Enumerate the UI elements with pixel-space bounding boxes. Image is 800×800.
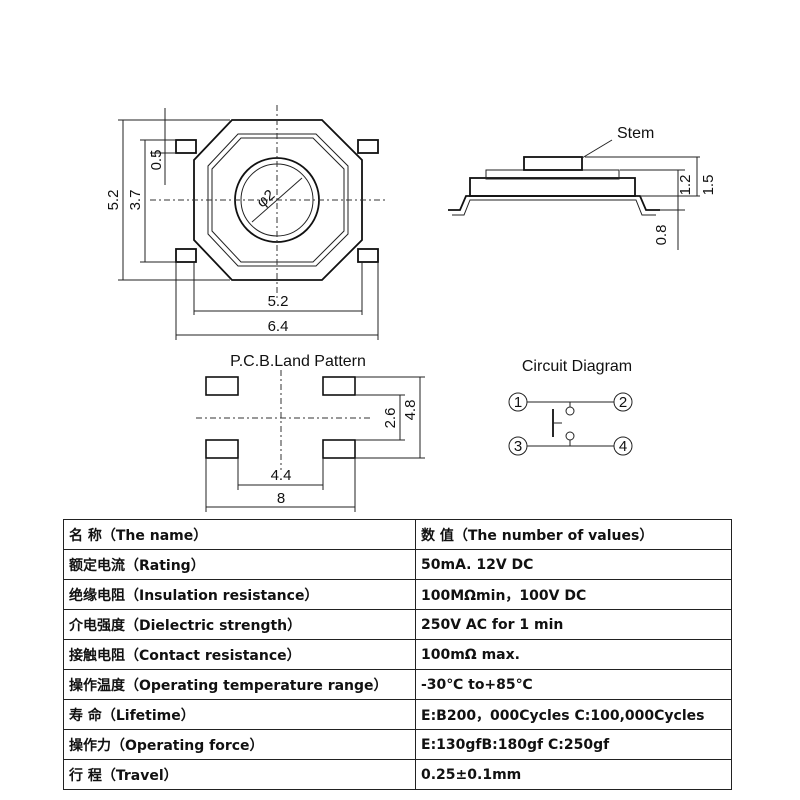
side-view-terminals bbox=[448, 195, 660, 211]
spec-value-cell: 250V AC for 1 min bbox=[415, 609, 732, 640]
top-view: φ2 5.2 3.7 0.5 5.2 6.4 bbox=[105, 105, 385, 340]
spec-value-cell: -30℃ to+85℃ bbox=[415, 669, 732, 700]
pin1-label: 1 bbox=[514, 394, 522, 411]
side-view-body bbox=[469, 177, 636, 197]
spec-name-cell: 操作力（Operating force） bbox=[63, 729, 416, 760]
spec-table: 名 称（The name）数 值（The number of values）额定… bbox=[63, 519, 732, 790]
table-row: 操作力（Operating force） E:130gfB:180gf C:25… bbox=[63, 729, 732, 760]
spec-name-cell: 绝缘电阻（Insulation resistance） bbox=[63, 579, 416, 610]
pcb-title: P.C.B.Land Pattern bbox=[230, 353, 366, 370]
circuit-diagram: Circuit Diagram 1 2 3 4 bbox=[508, 358, 633, 456]
pin3-label: 3 bbox=[514, 438, 522, 455]
pcb-pad-top-right bbox=[322, 376, 356, 396]
spec-value-cell: 50mA. 12V DC bbox=[415, 549, 732, 580]
dim-body-width-label: 5.2 bbox=[268, 293, 289, 310]
side-view: Stem 1.2 1.5 0.8 bbox=[448, 125, 717, 250]
stem-label: Stem bbox=[617, 125, 654, 142]
spec-name-cell: 介电强度（Dielectric strength） bbox=[63, 609, 416, 640]
table-row: 接触电阻（Contact resistance）100mΩ max. bbox=[63, 639, 732, 670]
dim-pcb-pitch-h-label: 4.4 bbox=[271, 467, 292, 484]
pin4-label: 4 bbox=[619, 438, 627, 455]
dim-pcb-height-label: 4.8 bbox=[402, 400, 419, 421]
spec-name-cell: 行 程（Travel） bbox=[63, 759, 416, 790]
spec-name-cell: 额定电流（Rating） bbox=[63, 549, 416, 580]
spec-value-cell: 0.25±0.1mm bbox=[415, 759, 732, 790]
side-view-stem bbox=[523, 156, 583, 171]
switch-body-inner bbox=[207, 133, 349, 267]
dim-overall-width-label: 6.4 bbox=[268, 318, 289, 335]
spec-name-cell: 名 称（The name） bbox=[63, 519, 416, 550]
spec-value-cell: 数 值（The number of values） bbox=[415, 519, 732, 550]
table-row: 行 程（Travel）0.25±0.1mm bbox=[63, 759, 732, 790]
terminal-bottom-right bbox=[357, 248, 379, 263]
table-row: 操作温度（Operating temperature range）-30℃ to… bbox=[63, 669, 732, 700]
table-row: 额定电流（Rating）50mA. 12V DC bbox=[63, 549, 732, 580]
spec-value-cell: E:B200，000Cycles C:100,000Cycles bbox=[415, 699, 732, 730]
spec-value-cell: 100mΩ max. bbox=[415, 639, 732, 670]
spec-value-cell: 100MΩmin，100V DC bbox=[415, 579, 732, 610]
technical-drawing: φ2 5.2 3.7 0.5 5.2 6.4 Stem bbox=[105, 105, 717, 512]
dim-height-label: 5.2 bbox=[105, 190, 122, 211]
switch-contact-top bbox=[565, 406, 575, 416]
table-row: 名 称（The name）数 值（The number of values） bbox=[63, 519, 732, 550]
table-row: 寿 命（Lifetime）E:B200，000Cycles C:100,000C… bbox=[63, 699, 732, 730]
dim-lead-label: 0.5 bbox=[148, 150, 165, 171]
switch-body-outline bbox=[193, 119, 363, 281]
spec-value-cell: E:130gfB:180gf C:250gf bbox=[415, 729, 732, 760]
terminal-top-right bbox=[357, 139, 379, 154]
pcb-pad-bottom-left bbox=[205, 439, 239, 459]
pcb-pad-top-left bbox=[205, 376, 239, 396]
pin2-label: 2 bbox=[619, 394, 627, 411]
dim-side-2-label: 1.5 bbox=[700, 175, 717, 196]
pcb-pad-bottom-right bbox=[322, 439, 356, 459]
stem-leader-line bbox=[581, 139, 613, 159]
spec-name-cell: 寿 命（Lifetime） bbox=[63, 699, 416, 730]
dim-side-3-label: 0.8 bbox=[653, 225, 670, 246]
spec-name-cell: 接触电阻（Contact resistance） bbox=[63, 639, 416, 670]
dim-side-1-label: 1.2 bbox=[677, 175, 694, 196]
switch-contact-bottom bbox=[565, 431, 575, 441]
pcb-land-pattern: P.C.B.Land Pattern 2.6 4.8 4.4 8 bbox=[196, 353, 425, 512]
stem-diameter-label: φ2 bbox=[253, 186, 278, 211]
terminal-top-left bbox=[175, 139, 197, 154]
terminal-bottom-left bbox=[175, 248, 197, 263]
spec-name-cell: 操作温度（Operating temperature range） bbox=[63, 669, 416, 700]
switch-body-inner2 bbox=[211, 137, 345, 263]
circuit-title: Circuit Diagram bbox=[522, 358, 632, 375]
dim-pcb-pitch-v-label: 2.6 bbox=[382, 408, 399, 429]
table-row: 介电强度（Dielectric strength）250V AC for 1 m… bbox=[63, 609, 732, 640]
dim-inner-height-label: 3.7 bbox=[127, 190, 144, 211]
dim-pcb-width-label: 8 bbox=[277, 490, 285, 507]
table-row: 绝缘电阻（Insulation resistance）100MΩmin，100V… bbox=[63, 579, 732, 610]
